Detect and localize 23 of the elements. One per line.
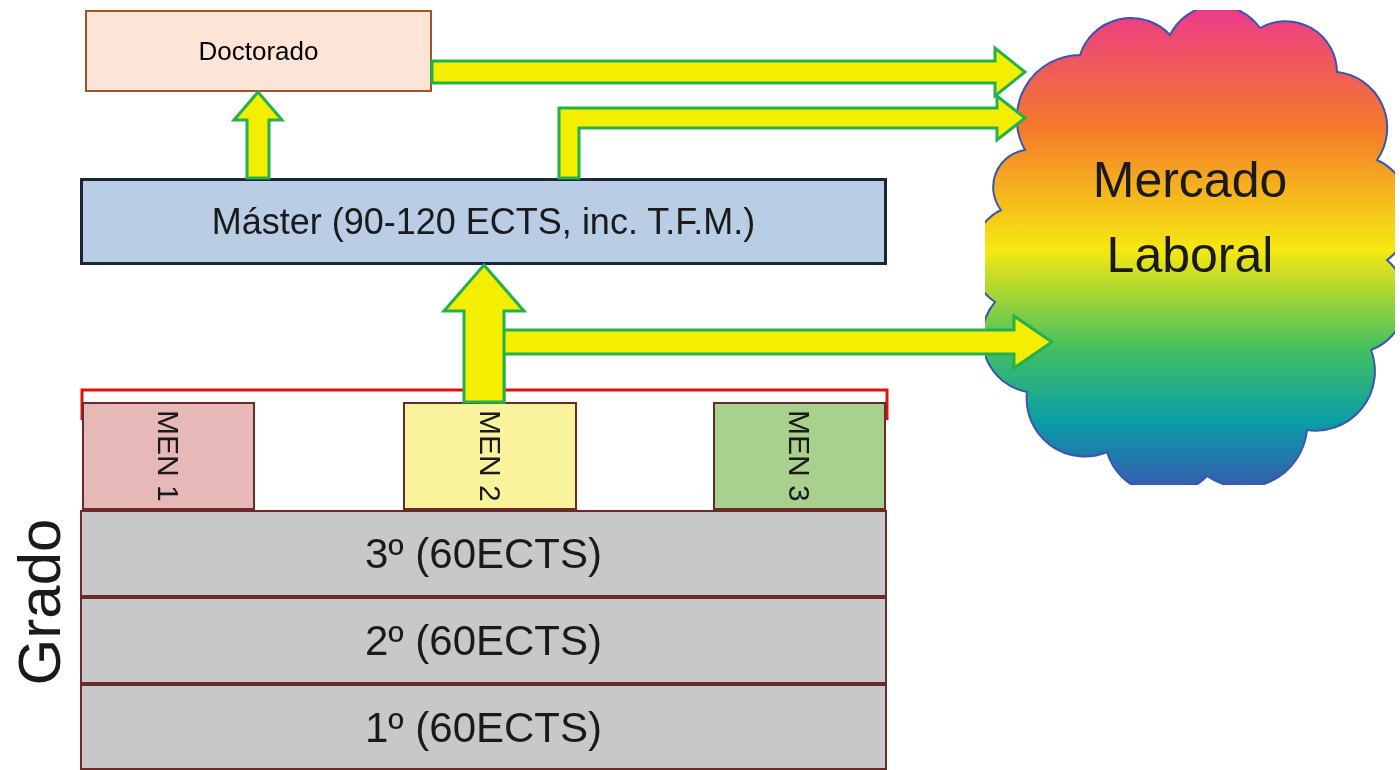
- course-bar: [80, 597, 887, 684]
- process-box: [85, 10, 432, 92]
- process-box: [80, 178, 887, 265]
- node-label: MEN 1: [152, 409, 185, 504]
- module-box: [713, 402, 886, 510]
- node-label: MEN 3: [783, 409, 816, 504]
- block-arrow: [440, 262, 528, 404]
- node-label: 1º (60ECTS): [364, 702, 603, 753]
- node-label: 3º (60ECTS): [364, 529, 603, 579]
- node-label: Mercado Laboral: [1091, 150, 1289, 285]
- course-bar: [80, 684, 887, 770]
- block-arrow: [230, 89, 286, 180]
- node-label: Doctorado: [198, 34, 319, 68]
- block-arrow: [557, 92, 1028, 180]
- node-label: Máster (90-120 ECTS, inc. T.F.M.): [211, 199, 756, 244]
- course-bar: [80, 510, 887, 597]
- side-label: Grado: [8, 517, 72, 688]
- module-box: [403, 402, 577, 510]
- node-label: MEN 2: [473, 409, 507, 504]
- module-box: [82, 402, 255, 510]
- node-label: 2º (60ECTS): [364, 616, 603, 666]
- block-arrow: [430, 44, 1028, 100]
- cloud-shape: [985, 10, 1395, 485]
